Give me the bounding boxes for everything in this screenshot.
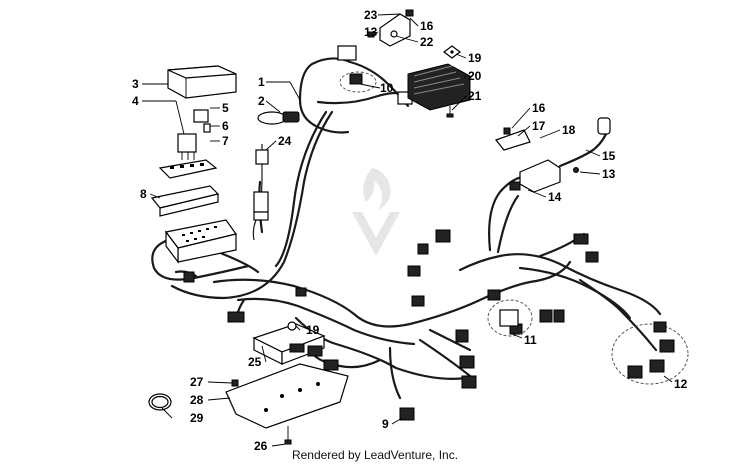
bolt-26 [284, 426, 292, 445]
main-harness-wires [151, 57, 662, 400]
callout-24: 24 [278, 134, 292, 148]
callout-6: 6 [222, 119, 229, 133]
callout-18: 18 [562, 123, 576, 137]
callout-labels: 1 2 3 4 5 6 7 8 9 10 11 12 13 13 14 15 1… [132, 8, 688, 453]
callout-28: 28 [190, 393, 204, 407]
connector-group-11 [487, 299, 533, 337]
fuse-relay-housing [164, 219, 238, 264]
callout-12: 12 [674, 377, 688, 391]
voltage-regulator [407, 63, 471, 111]
fuse [203, 123, 211, 133]
callout-11: 11 [524, 333, 537, 347]
callout-26: 26 [254, 439, 268, 453]
callout-10: 10 [380, 81, 394, 95]
relay [177, 133, 197, 160]
callout-5: 5 [222, 101, 229, 115]
callout-13-top: 13 [364, 25, 378, 39]
rubber-ring [148, 393, 172, 411]
callout-15: 15 [602, 149, 616, 163]
mount-plate [225, 363, 349, 429]
top-connector [337, 45, 413, 105]
callout-20: 20 [468, 69, 482, 83]
callout-27: 27 [190, 375, 204, 389]
callout-3: 3 [132, 77, 139, 91]
washer-top [443, 45, 461, 59]
harness-connectors-center [183, 229, 599, 389]
sensor [253, 144, 269, 221]
washer-lower [287, 321, 297, 331]
mini-relay [193, 109, 209, 123]
callout-1: 1 [258, 75, 265, 89]
relay-box-cover [167, 65, 237, 99]
callout-29: 29 [190, 411, 204, 425]
grommet [231, 379, 239, 387]
callout-7: 7 [222, 134, 229, 148]
callout-16-right: 16 [532, 101, 546, 115]
callout-23: 23 [364, 8, 378, 22]
watermark-logo [352, 168, 400, 256]
callout-19-lower: 19 [306, 323, 320, 337]
connector-9 [399, 407, 415, 421]
callout-14: 14 [548, 190, 562, 204]
callout-2: 2 [258, 94, 265, 108]
bolt-21 [446, 106, 454, 118]
ecu-module [252, 323, 326, 365]
callout-16-top: 16 [420, 19, 434, 33]
callout-19-top: 19 [468, 51, 482, 65]
callout-17: 17 [532, 119, 546, 133]
harness-connector [257, 111, 300, 125]
callout-22: 22 [420, 35, 434, 49]
callout-25: 25 [248, 355, 262, 369]
callout-13-right: 13 [602, 167, 616, 181]
callout-21: 21 [468, 89, 482, 103]
fuse-panel [158, 159, 218, 179]
control-module-14 [495, 127, 561, 193]
render-credit: Rendered by LeadVenture, Inc. [291, 448, 459, 462]
callout-4: 4 [132, 94, 139, 108]
leader-lines [142, 13, 673, 447]
connector-group-12 [611, 321, 689, 385]
fuse-block [150, 185, 220, 217]
callout-8: 8 [140, 187, 147, 201]
callout-9: 9 [382, 417, 389, 431]
